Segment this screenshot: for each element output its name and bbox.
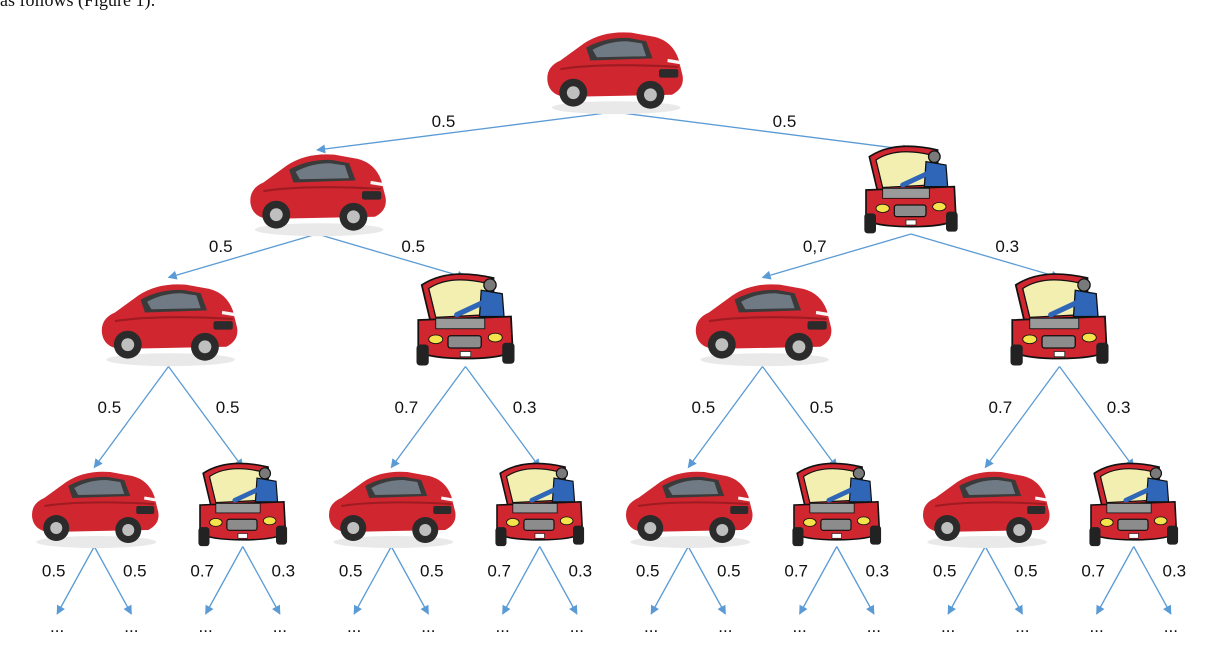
- transition-arrow: [947, 546, 986, 615]
- transition-probability-label: 0.3: [1162, 561, 1186, 580]
- car-repair-mechanic-icon: [1011, 274, 1109, 365]
- continuation-ellipsis: ...: [496, 617, 510, 636]
- transition-probability-label: 0.3: [1107, 398, 1131, 417]
- red-car-icon: [100, 282, 240, 368]
- transition-arrow: [613, 111, 912, 154]
- transition-probability-label: 0.5: [1014, 561, 1038, 580]
- transition-arrow: [1058, 366, 1135, 469]
- transition-arrow: [56, 546, 95, 615]
- red-car-icon: [694, 282, 834, 368]
- transition-probability-label: 0.7: [190, 561, 214, 580]
- continuation-ellipsis: ...: [941, 617, 955, 636]
- transition-probability-label: 0.7: [1081, 561, 1105, 580]
- continuation-ellipsis: ...: [718, 617, 732, 636]
- transition-probability-label: 0.3: [568, 561, 592, 580]
- car-repair-mechanic-icon: [495, 463, 584, 546]
- car-repair-mechanic-icon: [417, 274, 515, 365]
- continuation-ellipsis: ...: [50, 617, 64, 636]
- red-car-icon: [545, 30, 685, 116]
- transition-arrow: [464, 366, 541, 469]
- continuation-ellipsis: ...: [421, 617, 435, 636]
- car-repair-mechanic-icon: [864, 146, 957, 233]
- transition-probability-label: 0.7: [395, 398, 419, 417]
- transition-arrow: [167, 366, 244, 469]
- transition-arrow: [390, 366, 467, 469]
- continuation-ellipsis: ...: [644, 617, 658, 636]
- transition-arrow: [539, 546, 578, 615]
- transition-probability-label: 0.7: [989, 398, 1013, 417]
- transition-probability-label: 0.5: [209, 237, 233, 256]
- transition-arrow: [687, 546, 726, 615]
- transition-arrow: [353, 546, 392, 615]
- red-car-icon: [30, 470, 161, 550]
- red-car-icon: [624, 470, 755, 550]
- transition-probability-label: 0.5: [123, 561, 147, 580]
- transition-probability-label: 0.3: [995, 237, 1019, 256]
- continuation-ellipsis: ...: [1090, 617, 1104, 636]
- transition-arrow: [910, 233, 1061, 280]
- car-repair-mechanic-icon: [1089, 463, 1178, 546]
- transition-arrow: [1096, 546, 1135, 615]
- figure-caption: as follows (Figure 1):: [0, 0, 156, 10]
- red-car-icon: [248, 152, 388, 238]
- transition-arrow: [761, 366, 838, 469]
- transition-probability-label: 0.5: [717, 561, 741, 580]
- transition-arrow: [1133, 546, 1172, 615]
- transition-arrow: [390, 546, 429, 615]
- continuation-ellipsis: ...: [273, 617, 287, 636]
- transition-arrow: [93, 366, 170, 469]
- transition-probability-label: 0.5: [216, 398, 240, 417]
- transition-probability-label: 0.5: [773, 112, 797, 131]
- transition-probability-label: 0.3: [865, 561, 889, 580]
- transition-arrow: [242, 546, 281, 615]
- transition-probability-label: 0.5: [636, 561, 660, 580]
- car-repair-mechanic-icon: [198, 463, 287, 546]
- transition-probability-label: 0.7: [487, 561, 511, 580]
- continuation-ellipsis: ...: [1015, 617, 1029, 636]
- transition-arrow: [205, 546, 244, 615]
- transition-arrow: [761, 233, 912, 280]
- transition-arrow: [316, 111, 615, 154]
- transition-probability-label: 0.3: [271, 561, 295, 580]
- red-car-icon: [327, 470, 458, 550]
- transition-probability-label: 0.7: [784, 561, 808, 580]
- car-repair-mechanic-icon: [792, 463, 881, 546]
- transition-arrow: [984, 546, 1023, 615]
- transition-probability-label: 0.5: [933, 561, 957, 580]
- continuation-ellipsis: ...: [1164, 617, 1178, 636]
- transition-arrow: [687, 366, 764, 469]
- transition-arrow: [502, 546, 541, 615]
- continuation-ellipsis: ...: [570, 617, 584, 636]
- transition-arrow: [984, 366, 1061, 469]
- transition-probability-label: 0.5: [401, 237, 425, 256]
- transition-probability-label: 0.5: [692, 398, 716, 417]
- continuation-ellipsis: ...: [867, 617, 881, 636]
- transition-probability-label: 0.5: [98, 398, 122, 417]
- transition-probability-label: 0,7: [803, 237, 827, 256]
- transition-probability-label: 0.3: [513, 398, 537, 417]
- transition-probability-label: 0.5: [339, 561, 363, 580]
- transition-probability-label: 0.5: [810, 398, 834, 417]
- continuation-ellipsis: ...: [199, 617, 213, 636]
- transition-arrow: [799, 546, 838, 615]
- transition-arrow: [316, 233, 467, 280]
- transition-probability-label: 0.5: [432, 112, 456, 131]
- transition-arrow: [836, 546, 875, 615]
- red-car-icon: [921, 470, 1052, 550]
- transition-probability-label: 0.5: [420, 561, 444, 580]
- transition-arrow: [93, 546, 132, 615]
- continuation-ellipsis: ...: [793, 617, 807, 636]
- transition-arrow: [167, 233, 318, 280]
- transition-probability-label: 0.5: [42, 561, 66, 580]
- transition-arrow: [650, 546, 689, 615]
- continuation-ellipsis: ...: [347, 617, 361, 636]
- continuation-ellipsis: ...: [124, 617, 138, 636]
